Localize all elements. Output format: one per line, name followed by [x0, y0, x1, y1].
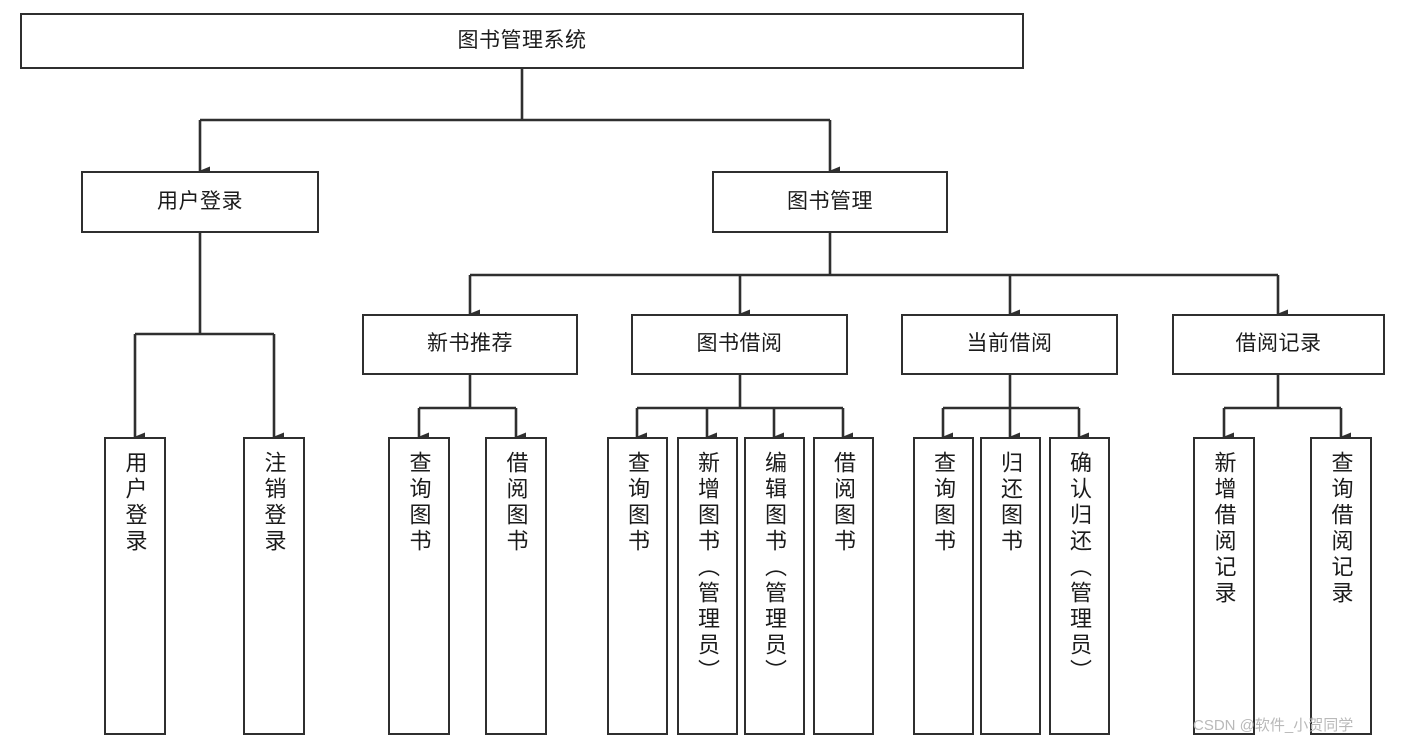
watermark-text: CSDN @软件_小贺同学: [1193, 717, 1354, 734]
node-leaf-5[interactable]: 新增图书（管理员）: [677, 437, 738, 735]
node-leaf-3[interactable]: 借阅图书: [485, 437, 547, 735]
node-label: 查询借阅记录: [1328, 451, 1354, 607]
node-leaf-12[interactable]: 查询借阅记录: [1310, 437, 1372, 735]
node-level3-2[interactable]: 当前借阅: [901, 314, 1118, 375]
node-label: 借阅图书: [831, 451, 857, 555]
node-label: 新增图书（管理员）: [695, 451, 721, 685]
node-leaf-7[interactable]: 借阅图书: [813, 437, 874, 735]
node-label: 归还图书: [998, 451, 1024, 555]
node-label: 新增借阅记录: [1211, 451, 1237, 607]
node-leaf-2[interactable]: 查询图书: [388, 437, 450, 735]
node-label: 当前借阅: [966, 332, 1053, 356]
node-label: 图书管理: [787, 189, 873, 213]
node-label: 确认归还（管理员）: [1067, 451, 1093, 685]
node-level2-0[interactable]: 用户登录: [81, 171, 319, 233]
node-leaf-6[interactable]: 编辑图书（管理员）: [744, 437, 805, 735]
node-label: 查询图书: [406, 451, 432, 555]
node-level2-1[interactable]: 图书管理: [712, 171, 948, 233]
node-leaf-4[interactable]: 查询图书: [607, 437, 668, 735]
node-label: 图书借阅: [696, 332, 783, 356]
node-label: 图书管理系统: [457, 28, 587, 52]
node-label: 注销登录: [261, 451, 287, 555]
node-label: 借阅图书: [503, 451, 529, 555]
node-label: 查询图书: [931, 451, 957, 555]
node-leaf-9[interactable]: 归还图书: [980, 437, 1041, 735]
node-level3-3[interactable]: 借阅记录: [1172, 314, 1385, 375]
node-label: 借阅记录: [1235, 332, 1322, 356]
node-level3-0[interactable]: 新书推荐: [362, 314, 578, 375]
node-label: 新书推荐: [427, 332, 513, 356]
node-leaf-0[interactable]: 用户登录: [104, 437, 166, 735]
node-level3-1[interactable]: 图书借阅: [631, 314, 848, 375]
node-label: 查询图书: [625, 451, 651, 555]
node-leaf-10[interactable]: 确认归还（管理员）: [1049, 437, 1110, 735]
node-leaf-8[interactable]: 查询图书: [913, 437, 974, 735]
node-label: 用户登录: [157, 189, 243, 213]
node-root[interactable]: 图书管理系统: [20, 13, 1024, 69]
node-label: 用户登录: [122, 451, 148, 555]
node-leaf-1[interactable]: 注销登录: [243, 437, 305, 735]
node-label: 编辑图书（管理员）: [762, 451, 788, 685]
node-leaf-11[interactable]: 新增借阅记录: [1193, 437, 1255, 735]
